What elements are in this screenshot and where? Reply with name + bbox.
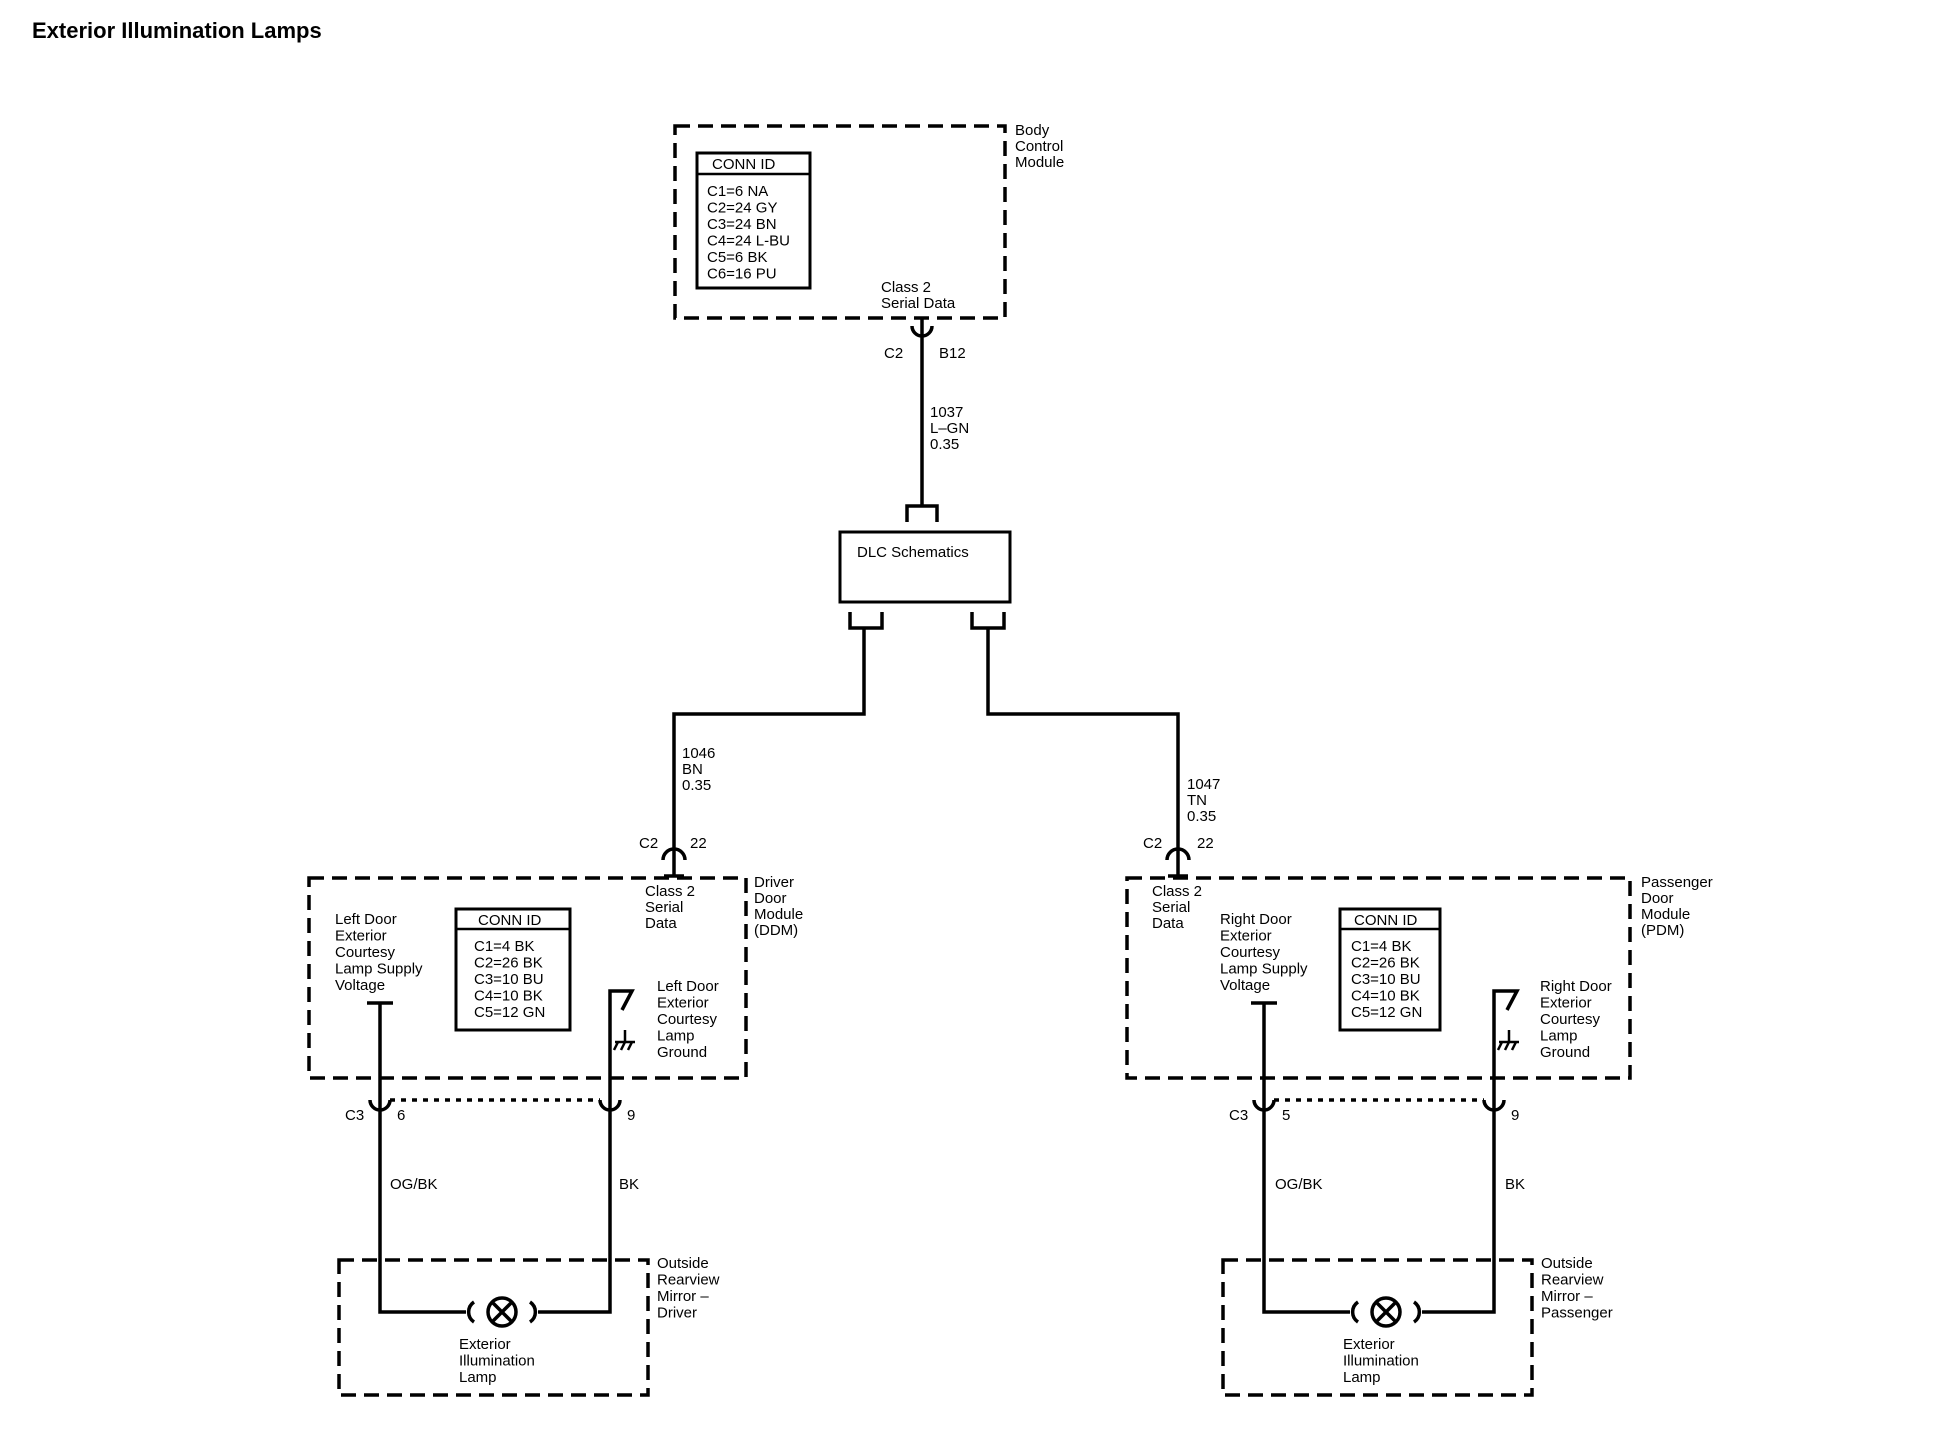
pdm-boundary [1125, 876, 1632, 1080]
bcm-name: Body Control Module [1015, 122, 1068, 171]
wire-dlc-pdm: 1047 TN 0.35 [986, 628, 1225, 848]
ddm-ground-switch [608, 989, 635, 1090]
driver-lamp-supply-wire [378, 1110, 466, 1314]
pdm-supply-voltage-label: Right Door Exterior Courtesy Lamp Supply… [1220, 911, 1312, 994]
ddm-ground-label: Left Door Exterior Courtesy Lamp Ground [657, 978, 723, 1061]
outside-rearview-mirror-driver: Outside Rearview Mirror – Driver Exterio… [337, 1255, 724, 1397]
passenger-exterior-illumination-lamp [1350, 1296, 1422, 1328]
bcm-conn-id-table [695, 151, 812, 290]
driver-lamp-ground-wire [538, 1110, 612, 1314]
passenger-mirror-name: Outside Rearview Mirror – Passenger [1541, 1255, 1613, 1322]
outside-rearview-mirror-passenger: Outside Rearview Mirror – Passenger Exte… [1221, 1255, 1613, 1397]
dlc-label: DLC Schematics [857, 544, 969, 561]
bcm-boundary [673, 124, 1007, 320]
pdm-ground-wire-color: BK [1505, 1176, 1525, 1193]
driver-lamp-label: Exterior Illumination Lamp [459, 1336, 539, 1386]
wire-dlc-ddm: 1046 BN 0.35 [672, 628, 866, 848]
bcm-pin-function: Class 2 Serial Data [881, 279, 956, 312]
passenger-lamp-label: Exterior Illumination Lamp [1343, 1336, 1423, 1386]
driver-mirror-boundary [337, 1258, 650, 1397]
body-control-module: Body Control Module CONN ID C1=6 NA C2=2… [673, 122, 1068, 362]
ddm-conn-list: C1=4 BK C2=26 BK C3=10 BU C4=10 BK C5=12… [474, 938, 548, 1021]
ddm-conn-id-header: CONN ID [478, 912, 542, 929]
driver-exterior-illumination-lamp [466, 1296, 538, 1328]
pdm-top-connector-id: C2 [1143, 835, 1162, 852]
pdm-name: Passenger Door Module (PDM) [1641, 874, 1717, 939]
pdm-serial-data-label: Class 2 Serial Data [1152, 883, 1206, 932]
dlc-left-terminal [848, 612, 884, 630]
wire-bcm-dlc-label: 1037 L–GN 0.35 [930, 404, 973, 453]
pdm-supply-pin-id: 5 [1282, 1107, 1290, 1124]
passenger-door-module: C2 22 Passenger Door Module (PDM) Class … [1125, 835, 1717, 1193]
ddm-bottom-connector-id: C3 [345, 1107, 364, 1124]
diagram-title: Exterior Illumination Lamps [32, 18, 322, 43]
ddm-supply-voltage-label: Left Door Exterior Courtesy Lamp Supply … [335, 911, 427, 994]
pdm-conn-list: C1=4 BK C2=26 BK C3=10 BU C4=10 BK C5=12… [1351, 938, 1425, 1021]
dlc-box [838, 530, 1012, 604]
passenger-lamp-supply-wire [1262, 1110, 1350, 1314]
pdm-bottom-connector-id: C3 [1229, 1107, 1248, 1124]
dlc-schematics-box: DLC Schematics [838, 530, 1012, 630]
ddm-top-connector-id: C2 [639, 835, 658, 852]
ddm-top-pin-id: 22 [690, 835, 707, 852]
ddm-supply-pin-id: 6 [397, 1107, 405, 1124]
wire-dlc-pdm-label: 1047 TN 0.35 [1187, 776, 1225, 825]
passenger-mirror-boundary [1221, 1258, 1534, 1397]
ddm-ground-wire-color: BK [619, 1176, 639, 1193]
pdm-ground-switch [1492, 989, 1520, 1090]
pdm-ground-label: Right Door Exterior Courtesy Lamp Ground [1540, 978, 1616, 1061]
pdm-ground-pin-id: 9 [1511, 1107, 1519, 1124]
ddm-boundary [307, 876, 748, 1080]
bcm-conn-id-header: CONN ID [712, 156, 776, 173]
driver-mirror-name: Outside Rearview Mirror – Driver [657, 1255, 724, 1322]
bcm-connector-id: C2 [884, 345, 903, 362]
wire-bcm-dlc: 1037 L–GN 0.35 [905, 336, 973, 522]
bcm-pin-id: B12 [939, 345, 966, 362]
pdm-top-pin-id: 22 [1197, 835, 1214, 852]
passenger-lamp-ground-wire [1422, 1110, 1496, 1314]
bcm-conn-list: C1=6 NA C2=24 GY C3=24 BN C4=24 L-BU C5=… [707, 183, 794, 283]
dlc-right-terminal [970, 612, 1006, 630]
ddm-name: Driver Door Module (DDM) [754, 874, 807, 939]
pdm-supply-wire-color: OG/BK [1275, 1176, 1323, 1193]
pdm-conn-id-header: CONN ID [1354, 912, 1418, 929]
ddm-ground-pin-id: 9 [627, 1107, 635, 1124]
driver-door-module: C2 22 Driver Door Module (DDM) Class 2 S… [307, 835, 807, 1193]
wire-dlc-ddm-label: 1046 BN 0.35 [682, 745, 720, 794]
ddm-serial-data-label: Class 2 Serial Data [645, 883, 699, 932]
ddm-supply-wire-color: OG/BK [390, 1176, 438, 1193]
